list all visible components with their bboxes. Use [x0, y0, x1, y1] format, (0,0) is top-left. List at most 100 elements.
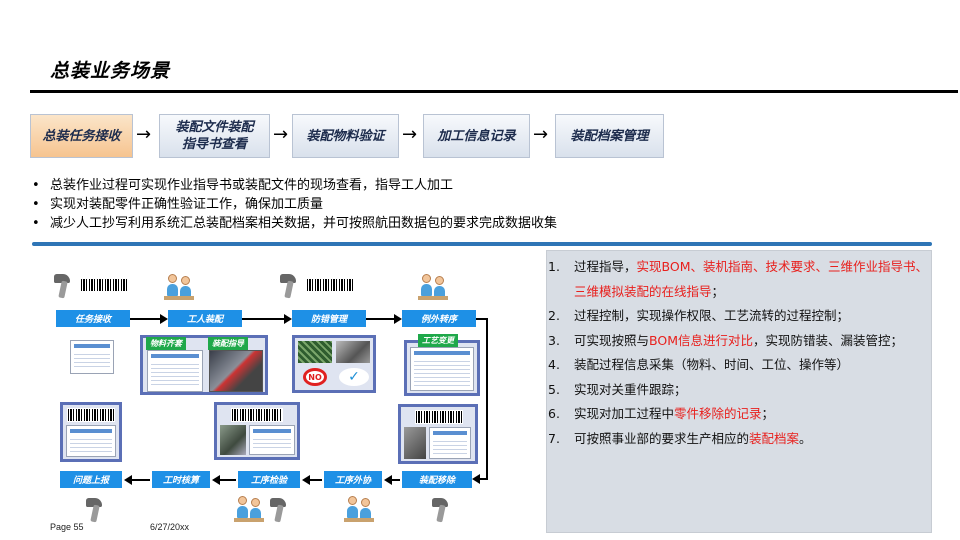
- feature-item: 6. 实现对加工过程中零件移除的记录；: [547, 402, 933, 427]
- bullet-item: 总装作业过程可实现作业指导书或装配文件的现场查看，指导工人加工: [32, 176, 932, 195]
- barcode-scanner-icon: [432, 498, 448, 523]
- part-photo-image: [220, 425, 246, 455]
- slide-title: 总装业务场景: [50, 60, 171, 82]
- arrow-left-icon: [302, 475, 310, 485]
- tag-process-change: 工艺变更: [418, 334, 458, 347]
- process-step-label: 装配档案管理: [570, 128, 649, 144]
- feature-highlight-text: 装配档案: [749, 430, 800, 446]
- feature-item-number: 5.: [548, 381, 560, 397]
- feature-panel: 1.过程指导，实现BOM、装机指南、技术要求、三维作业指导书、三维模拟装配的在线…: [546, 250, 932, 533]
- flow-connector: [478, 478, 488, 480]
- barcode-icon: [306, 278, 354, 292]
- flow-step-problem-report: 问题上报: [60, 471, 122, 488]
- barcode-icon: [415, 410, 463, 424]
- feature-text: 过程控制，实现操作权限、工艺流转的过程控制；: [574, 308, 850, 323]
- flow-connector: [476, 318, 488, 320]
- title-divider: [30, 90, 958, 93]
- barcode-scanner-icon: [54, 274, 70, 299]
- flow-connector: [218, 479, 236, 481]
- barcode-icon: [67, 408, 115, 422]
- barcode-icon: [231, 408, 283, 422]
- workers-icon: [234, 494, 264, 522]
- process-step-doc-view: 装配文件装配 指导书查看: [159, 114, 270, 158]
- flow-step-process-inspection: 工序检验: [238, 471, 300, 488]
- process-change-panel: [404, 340, 480, 396]
- footer-date: 6/27/20xx: [150, 522, 190, 532]
- error-proofing-panel: NO ✓: [292, 335, 376, 393]
- feature-text: 装配过程信息采集（物料、时间、工位、操作等）: [574, 357, 850, 372]
- feature-text: 过程指导，: [574, 259, 637, 274]
- process-step-info-record: 加工信息记录: [423, 114, 530, 158]
- feature-item: 3. 可实现按照与BOM信息进行对比，实现防错装、漏装管控；: [547, 329, 933, 354]
- feature-text: ，实现防错装、漏装管控；: [753, 332, 904, 348]
- task-list-screenshot: [70, 340, 114, 374]
- flow-step-exception-transfer: 例外转序: [402, 310, 476, 327]
- process-step-task-receive: 总装任务接收: [30, 114, 133, 158]
- process-arrow-icon: →: [273, 124, 289, 145]
- barcode-icon: [80, 278, 128, 292]
- problem-report-panel: [60, 402, 122, 462]
- arrow-left-icon: [384, 475, 392, 485]
- feature-item-number: 7.: [548, 430, 560, 446]
- check-mark-icon: ✓: [339, 368, 369, 386]
- process-step-label: 加工信息记录: [437, 128, 516, 144]
- workers-icon: [164, 272, 194, 300]
- flow-connector: [130, 318, 160, 320]
- feature-text: 实现对关重件跟踪；: [574, 381, 687, 397]
- flow-step-error-proofing: 防错管理: [292, 310, 366, 327]
- feature-text: ；: [761, 406, 775, 421]
- arrow-left-icon: [124, 475, 132, 485]
- flow-step-assembly-remove: 装配移除: [402, 471, 472, 488]
- process-step-label: 总装任务接收: [42, 128, 121, 144]
- flow-connector: [366, 318, 394, 320]
- feature-item: 4.装配过程信息采集（物料、时间、工位、操作等）: [547, 353, 933, 378]
- feature-item: 5. 实现对关重件跟踪；: [547, 378, 933, 403]
- feature-item-number: 6.: [548, 406, 560, 421]
- process-arrow-icon: →: [533, 124, 549, 145]
- flow-step-outsourcing: 工序外协: [324, 471, 382, 488]
- arrow-left-icon: [212, 475, 220, 485]
- feature-text: ；: [711, 283, 725, 299]
- feature-item-number: 2.: [548, 308, 560, 323]
- feature-highlight-text: 实现BOM、装机指南、技术要求、三维作业指导书、三维模拟装配的在线指导: [574, 259, 928, 299]
- feature-item: 1.过程指导，实现BOM、装机指南、技术要求、三维作业指导书、三维模拟装配的在线…: [547, 255, 933, 304]
- bullet-item: 减少人工抄写利用系统汇总装配档案相关数据，并可按照航田数据包的要求完成数据收集: [32, 214, 932, 233]
- flow-connector: [242, 318, 284, 320]
- machine-parts-image: [336, 341, 370, 363]
- arrow-right-icon: [160, 314, 168, 324]
- barcode-scanner-icon: [86, 498, 102, 523]
- process-step-label: 装配物料验证: [306, 128, 385, 144]
- no-sign-icon: NO: [303, 368, 327, 386]
- work-hours-panel: [214, 402, 300, 460]
- process-step-material-verify: 装配物料验证: [292, 114, 399, 158]
- feature-highlight-text: 零件移除的记录: [674, 406, 762, 421]
- process-arrow-icon: →: [136, 124, 152, 145]
- workers-icon: [344, 494, 374, 522]
- bullet-list: 总装作业过程可实现作业指导书或装配文件的现场查看，指导工人加工 实现对装配零件正…: [32, 176, 932, 233]
- feature-item-number: 3.: [548, 332, 560, 348]
- process-step-archive-manage: 装配档案管理: [555, 114, 664, 158]
- section-divider: [32, 242, 932, 246]
- arrow-right-icon: [284, 314, 292, 324]
- feature-item: 2. 过程控制，实现操作权限、工艺流转的过程控制；: [547, 304, 933, 329]
- assembly-3d-image: [209, 350, 263, 392]
- flow-connector: [486, 318, 488, 480]
- feature-text: 可按照事业部的要求生产相应的: [574, 430, 750, 446]
- removed-part-image: [404, 427, 426, 459]
- process-arrow-icon: →: [402, 124, 418, 145]
- flow-step-work-hours: 工时核算: [152, 471, 210, 488]
- page-number: Page 55: [50, 522, 84, 532]
- barcode-scanner-icon: [280, 274, 296, 299]
- flow-step-task-receive: 任务接收: [56, 310, 130, 327]
- tag-material-kit: 物料齐套: [146, 337, 186, 350]
- arrow-left-icon: [472, 474, 480, 484]
- feature-text: 可实现按照与: [574, 332, 650, 348]
- arrow-right-icon: [394, 314, 402, 324]
- material-list-screenshot: [147, 350, 203, 392]
- tag-assembly-guide: 装配指导: [208, 337, 248, 350]
- feature-text: 实现对加工过程中: [574, 406, 675, 421]
- feature-item: 7.可按照事业部的要求生产相应的装配档案。: [547, 427, 933, 452]
- flow-connector: [390, 479, 400, 481]
- assembly-remove-panel: [398, 404, 478, 464]
- feature-highlight-text: BOM信息进行对比: [649, 332, 753, 348]
